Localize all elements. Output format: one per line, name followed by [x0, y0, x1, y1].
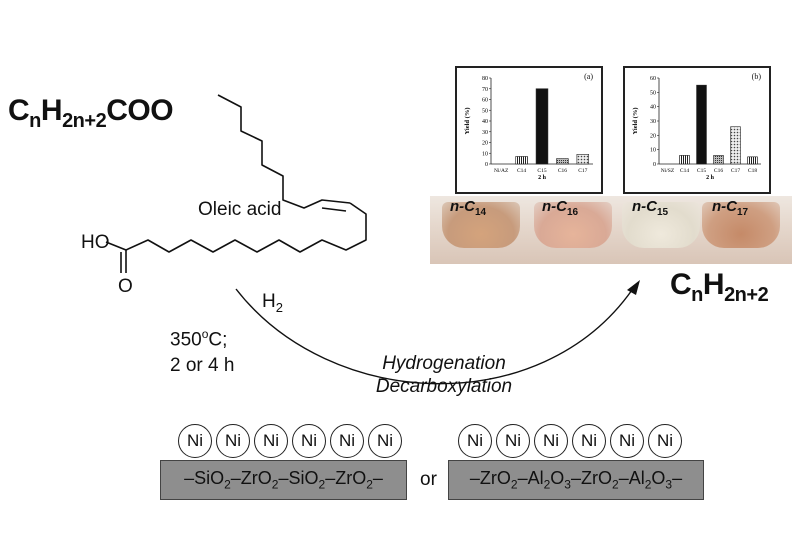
- chart-a-y-tick-label: 10: [482, 151, 488, 157]
- beaker-label-1: n-C14: [450, 198, 487, 218]
- temperature-text: 350oC;: [170, 327, 228, 351]
- chart-a-x-tick-label: C14: [517, 168, 526, 174]
- chart-b-bar: [730, 126, 741, 165]
- alkyl-chain-lower: [125, 202, 367, 253]
- time-text: 2 or 4 h: [170, 355, 235, 377]
- chart-a-y-tick-label: 70: [482, 87, 488, 93]
- chart-a-y-tick-label: 0: [485, 162, 488, 168]
- chart-a-bar: [576, 154, 590, 165]
- reaction-arrow: [235, 288, 633, 385]
- arrow-label: Hydrogenation Decarboxylation: [344, 352, 544, 398]
- chart-b-x-tick-label: C15: [697, 168, 706, 174]
- chart-b-y-axis-label: Yield (%): [632, 107, 639, 134]
- chart-a-bar: [515, 156, 528, 165]
- ni-particle: Ni: [254, 424, 288, 458]
- hydroxyl-label: HO: [81, 232, 110, 253]
- chart-b-y-tick-label: 30: [650, 119, 656, 125]
- chart-b-y-tick-label: 10: [650, 148, 656, 154]
- ni-particle: Ni: [368, 424, 402, 458]
- chart-a-y-tick-label: 20: [482, 141, 488, 147]
- chart-a-x-tick-label: C17: [578, 168, 587, 174]
- chart-b-x-tick-label: Ni/SZ: [661, 168, 675, 174]
- hydrogenation-text: Hydrogenation: [382, 353, 506, 374]
- support-sio2-zro2: –SiO2–ZrO2–SiO2–ZrO2–: [160, 460, 407, 500]
- beaker-4: [702, 202, 780, 248]
- ni-particle: Ni: [610, 424, 644, 458]
- chart-b-x-axis-label: 2 h: [706, 175, 715, 181]
- alkyl-chain-upper: [217, 94, 351, 209]
- ni-particle: Ni: [534, 424, 568, 458]
- support-2-text: –ZrO2–Al2O3–ZrO2–Al2O3–: [469, 468, 683, 492]
- chart-b-bar: [747, 156, 758, 165]
- chart-b-x-tick-label: C17: [731, 168, 740, 174]
- or-text: or: [420, 469, 437, 490]
- ni-particle: Ni: [458, 424, 492, 458]
- chart-a-y-tick-label: 40: [482, 119, 488, 125]
- chart-b-bar: [696, 84, 707, 165]
- chart-b-bar: [713, 155, 724, 165]
- chart-b-x-tick-label: C14: [680, 168, 689, 174]
- cis-double-bond: [321, 207, 347, 212]
- chart-a-bar: [535, 88, 549, 165]
- chart-a-y-axis-label: Yield (%): [464, 107, 471, 134]
- chart-a-y-tick-label: 80: [482, 76, 488, 82]
- chart-a-bar: [556, 158, 569, 165]
- chart-b-y-tick-label: 60: [650, 76, 656, 82]
- chart-b-y-tick-label: 0: [653, 162, 656, 168]
- ni-particle: Ni: [292, 424, 326, 458]
- ni-particle: Ni: [178, 424, 212, 458]
- panel-tag-a: (a): [584, 72, 593, 81]
- reactant-formula: CnH2n+2COO: [8, 94, 174, 132]
- beaker-1: [442, 202, 520, 248]
- ni-particle: Ni: [330, 424, 364, 458]
- ni-particle: Ni: [648, 424, 682, 458]
- hydroxyl-bond: [105, 241, 127, 251]
- chart-b-x-tick-label: C18: [748, 168, 757, 174]
- reaction-conditions: 350oC; 2 or 4 h: [170, 321, 234, 379]
- beakers-photo: n-C14 n-C16 n-C15 n-C17: [430, 196, 792, 264]
- beaker-2: [534, 202, 612, 248]
- chart-a-x-tick-label: C16: [558, 168, 567, 174]
- chart-b-x-tick-label: C16: [714, 168, 723, 174]
- decarboxylation-text: Decarboxylation: [375, 376, 513, 397]
- beaker-label-4: n-C17: [712, 198, 749, 218]
- panel-tag-b: (b): [751, 72, 761, 81]
- product-formula: CnH2n+2: [670, 268, 769, 306]
- beaker-label-2: n-C16: [542, 198, 579, 218]
- chart-b-y-tick-label: 40: [650, 105, 656, 111]
- carbonyl-oxygen-label: O: [118, 276, 133, 297]
- chart-b-y-tick-label: 50: [650, 90, 656, 96]
- chart-a-y-tick-label: 50: [482, 108, 488, 114]
- ni-particle: Ni: [572, 424, 606, 458]
- beaker-label-3: n-C15: [632, 198, 669, 218]
- chart-b-bar: [679, 155, 690, 165]
- beaker-3: [622, 202, 700, 248]
- ni-particle: Ni: [496, 424, 530, 458]
- hydrogen-label: H2: [262, 291, 283, 315]
- chart-a-y-tick-label: 60: [482, 98, 488, 104]
- chart-a-x-tick-label: C15: [537, 168, 546, 174]
- chart-b-y-tick-label: 20: [650, 133, 656, 139]
- chart-a-x-axis-label: 2 h: [538, 175, 547, 181]
- ni-particle: Ni: [216, 424, 250, 458]
- chart-a-x-tick-label: Ni/AZ: [494, 168, 509, 174]
- molecule-name: Oleic acid: [198, 199, 282, 220]
- support-zro2-al2o3: –ZrO2–Al2O3–ZrO2–Al2O3–: [448, 460, 704, 500]
- reaction-arrow-head: [627, 280, 640, 295]
- chart-a-y-tick-label: 30: [482, 130, 488, 136]
- support-1-text: –SiO2–ZrO2–SiO2–ZrO2–: [184, 468, 383, 492]
